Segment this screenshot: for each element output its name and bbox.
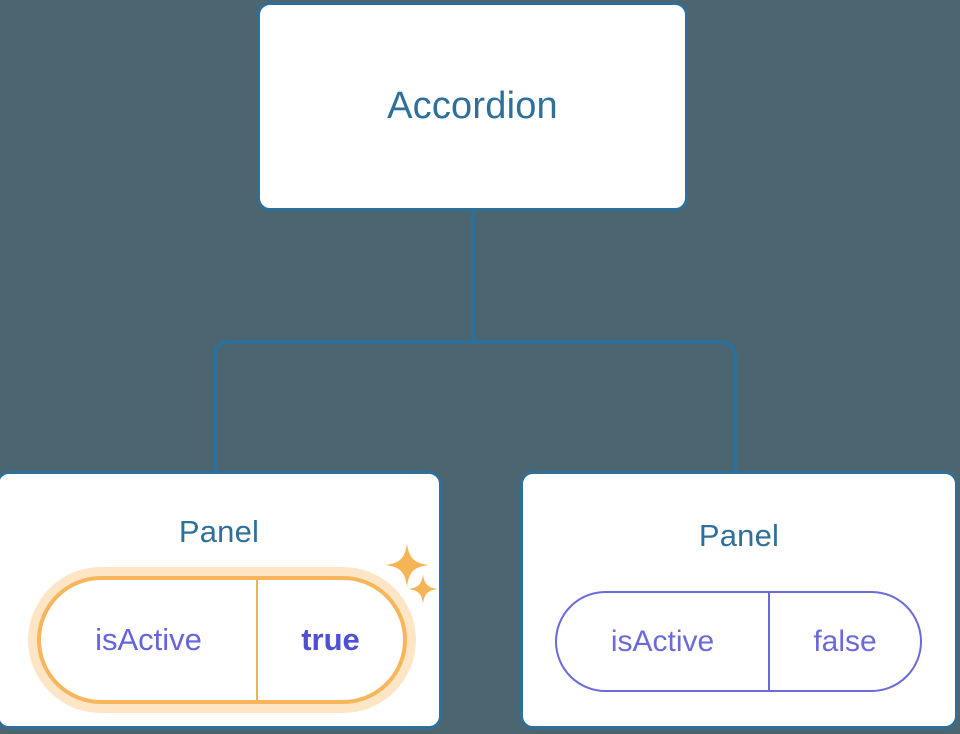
node-accordion-title: Accordion bbox=[387, 85, 558, 127]
prop-pill-is-active-true[interactable]: isActive true bbox=[37, 576, 407, 704]
prop-pill-is-active-false[interactable]: isActive false bbox=[555, 591, 922, 692]
prop-value-label: false bbox=[768, 593, 920, 690]
prop-key-label: isActive bbox=[610, 624, 715, 658]
node-panel-left-title: Panel bbox=[178, 514, 260, 549]
node-panel-right-title: Panel bbox=[698, 518, 780, 553]
prop-value-label: true bbox=[256, 580, 403, 700]
node-accordion[interactable]: Accordion bbox=[257, 2, 688, 211]
prop-key-label: isActive bbox=[95, 622, 202, 657]
connector-branch bbox=[213, 340, 737, 472]
